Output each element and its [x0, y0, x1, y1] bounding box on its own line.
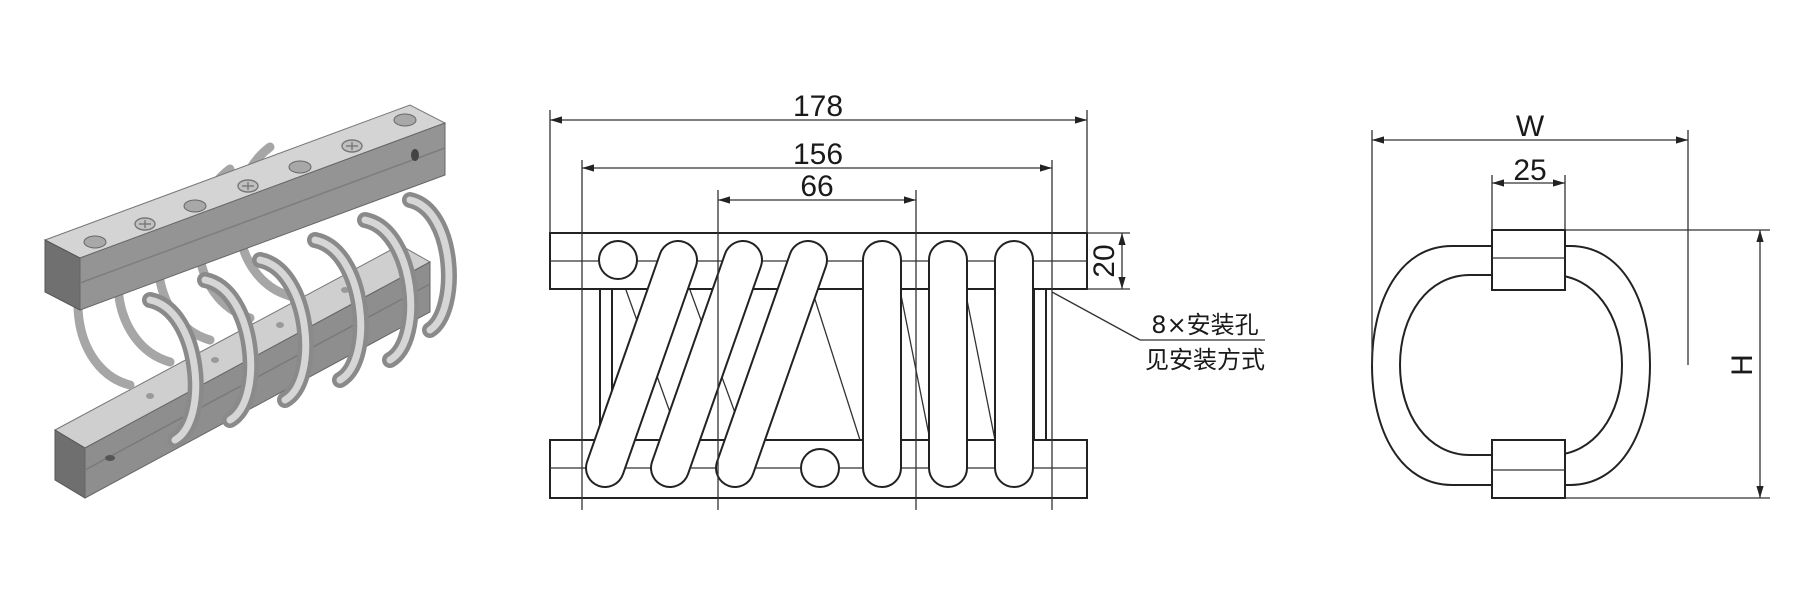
- front-top-hole: [598, 240, 638, 280]
- dim-width-label: W: [1516, 110, 1545, 143]
- dim-overall-label: 178: [793, 90, 843, 123]
- front-bottom-hole: [800, 448, 840, 488]
- dim-clamp-label: 25: [1513, 154, 1546, 187]
- extension-lines: [549, 110, 1130, 510]
- cable-loops-front: [142, 192, 457, 448]
- screw-heads: [134, 139, 363, 231]
- dim-hole-span-label: 156: [793, 138, 843, 171]
- inner-ring: [1398, 274, 1624, 456]
- mounting-method-note: 见安装方式: [1145, 346, 1265, 374]
- isometric-render: [43, 104, 457, 499]
- dim-height-label: H: [1726, 354, 1759, 376]
- coil-strands-angled: [585, 240, 828, 488]
- dim-plate-label: 20: [1088, 244, 1121, 277]
- front-bottom-plate: [549, 439, 1088, 499]
- top-plate: [43, 104, 447, 311]
- mounting-holes: [83, 113, 417, 249]
- bottom-clamp: [1491, 439, 1566, 499]
- front-view: 178 156 66 20 8×安装孔 见安装方式: [549, 90, 1265, 510]
- side-view: W 25 H: [1370, 110, 1770, 499]
- dim-pitch-label: 66: [800, 170, 833, 203]
- coil-strands-vertical: [862, 240, 1034, 488]
- note-leader: [1051, 291, 1141, 341]
- mounting-hole-note: 8×安装孔: [1151, 311, 1258, 339]
- top-clamp: [1491, 229, 1566, 291]
